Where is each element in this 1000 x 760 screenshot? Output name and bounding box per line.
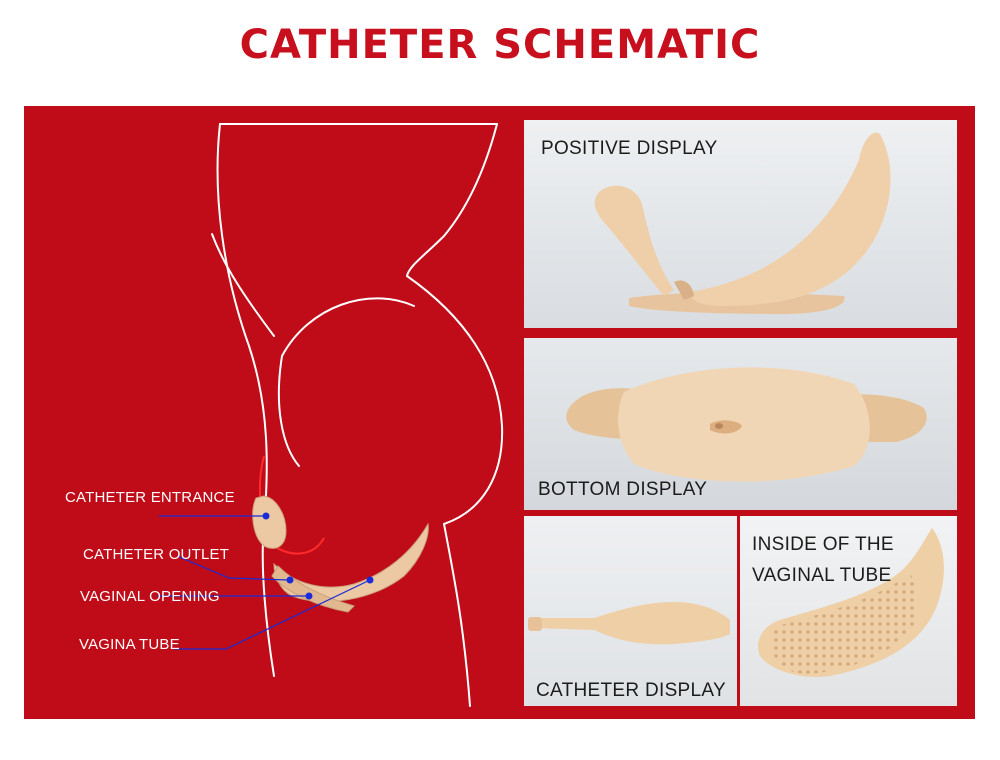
photo-catheter-display: CATHETER DISPLAY (524, 516, 737, 706)
label-vaginal-opening: VAGINAL OPENING (80, 588, 220, 605)
photo-bottom-display: BOTTOM DISPLAY (524, 338, 957, 510)
bottom-display-product-illustration (524, 338, 957, 510)
caption-bottom-display: BOTTOM DISPLAY (538, 479, 708, 500)
schematic-panel: CATHETER ENTRANCE CATHETER OUTLET VAGINA… (24, 106, 975, 719)
body-diagram: CATHETER ENTRANCE CATHETER OUTLET VAGINA… (24, 106, 524, 719)
caption-catheter-display: CATHETER DISPLAY (536, 680, 726, 701)
inside-tube-product-illustration (740, 516, 957, 706)
caption-positive-display: POSITIVE DISPLAY (541, 138, 718, 159)
caption-inside-line2: VAGINAL TUBE (752, 565, 892, 586)
page-title: CATHETER SCHEMATIC (239, 22, 761, 68)
label-catheter-outlet: CATHETER OUTLET (83, 546, 230, 563)
body-outline-illustration (157, 123, 504, 707)
photo-inside-vaginal-tube: INSIDE OF THE VAGINAL TUBE (740, 516, 957, 706)
photo-positive-display: POSITIVE DISPLAY (524, 120, 957, 328)
label-catheter-entrance: CATHETER ENTRANCE (65, 489, 235, 506)
positive-display-product-illustration (524, 120, 957, 328)
catheter-display-product-illustration (524, 516, 737, 706)
caption-inside-line1: INSIDE OF THE (752, 534, 894, 555)
label-vagina-tube: VAGINA TUBE (79, 636, 180, 653)
